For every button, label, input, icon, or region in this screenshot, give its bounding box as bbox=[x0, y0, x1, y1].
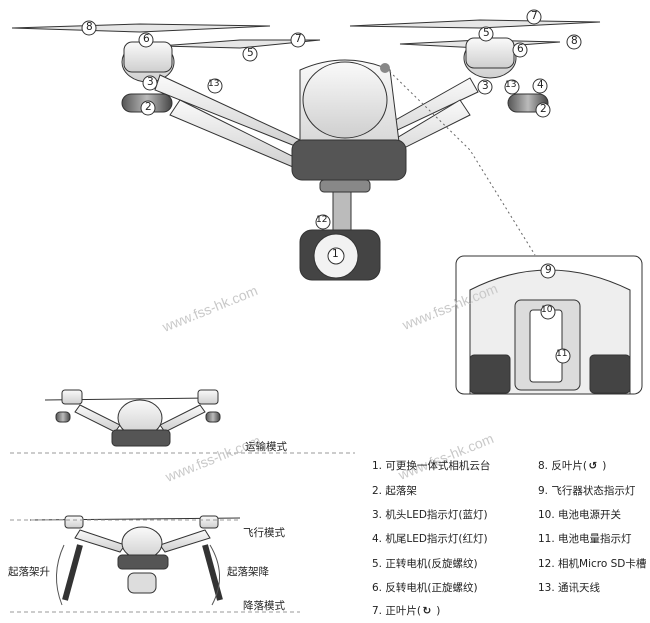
leader-dot bbox=[380, 63, 390, 73]
callout-5b: 5 bbox=[483, 27, 490, 39]
transport-drone bbox=[44, 389, 221, 447]
gear-down-label: 起落架降 bbox=[227, 566, 269, 578]
legend-item-7: 7. 正叶片(↻ ) bbox=[372, 603, 440, 618]
legend-item-13: 13. 通讯天线 bbox=[538, 582, 601, 594]
callout-12: 12 bbox=[316, 215, 328, 225]
callout-3b: 3 bbox=[482, 80, 489, 92]
callout-1: 1 bbox=[332, 248, 339, 260]
legend-item-9: 9. 飞行器状态指示灯 bbox=[538, 485, 636, 497]
callout-11: 11 bbox=[556, 349, 568, 359]
transport-mode-label: 运输模式 bbox=[245, 441, 287, 453]
callout-10: 10 bbox=[541, 305, 553, 315]
legend-item-11: 11. 电池电量指示灯 bbox=[538, 533, 632, 545]
callout-3: 3 bbox=[147, 76, 154, 88]
legend-item-1: 1. 可更换一体式相机云台 bbox=[372, 460, 491, 472]
legend-item-4: 4. 机尾LED指示灯(红灯) bbox=[372, 533, 488, 545]
callout-5: 5 bbox=[247, 47, 254, 59]
callout-13: 13 bbox=[208, 79, 220, 89]
legend-item-7-close: ) bbox=[432, 605, 441, 617]
callout-2: 2 bbox=[145, 101, 152, 113]
legend-item-7-text: 7. 正叶片( bbox=[372, 605, 421, 617]
callout-6: 6 bbox=[143, 33, 150, 45]
legend-item-8: 8. 反叶片(↺ ) bbox=[538, 458, 606, 473]
gear-up-arc bbox=[56, 544, 65, 606]
gear-up-label: 起落架升 bbox=[8, 566, 50, 578]
legend-item-5: 5. 正转电机(反旋螺纹) bbox=[372, 558, 478, 570]
legend-item-10: 10. 电池电源开关 bbox=[538, 509, 622, 521]
callout-2b: 2 bbox=[540, 103, 547, 115]
landing-mode-label: 降落模式 bbox=[243, 600, 285, 612]
battery-inset bbox=[455, 255, 643, 395]
callout-6b: 6 bbox=[517, 43, 524, 55]
callout-8b: 8 bbox=[571, 35, 578, 47]
legend-item-3: 3. 机头LED指示灯(蓝灯) bbox=[372, 509, 488, 521]
main-drone bbox=[11, 19, 601, 281]
callout-4: 4 bbox=[537, 79, 544, 91]
callout-7: 7 bbox=[295, 33, 302, 45]
legend-item-2: 2. 起落架 bbox=[372, 485, 417, 497]
legend-item-8-text: 8. 反叶片( bbox=[538, 460, 587, 472]
callout-9: 9 bbox=[545, 264, 552, 276]
legend-item-6: 6. 反转电机(正旋螺纹) bbox=[372, 582, 478, 594]
callout-8: 8 bbox=[86, 21, 93, 33]
ccw-rotation-icon: ↺ bbox=[588, 460, 598, 472]
callout-7b: 7 bbox=[531, 10, 538, 22]
cw-rotation-icon: ↻ bbox=[422, 605, 432, 617]
legend-item-8-close: ) bbox=[598, 460, 607, 472]
callout-circles bbox=[81, 9, 582, 364]
flight-mode-label: 飞行模式 bbox=[243, 527, 285, 539]
legend-item-12: 12. 相机Micro SD卡槽 bbox=[538, 558, 647, 570]
flight-drone bbox=[29, 515, 241, 601]
gear-down-arc bbox=[209, 544, 221, 606]
callout-13b: 13 bbox=[505, 80, 517, 90]
